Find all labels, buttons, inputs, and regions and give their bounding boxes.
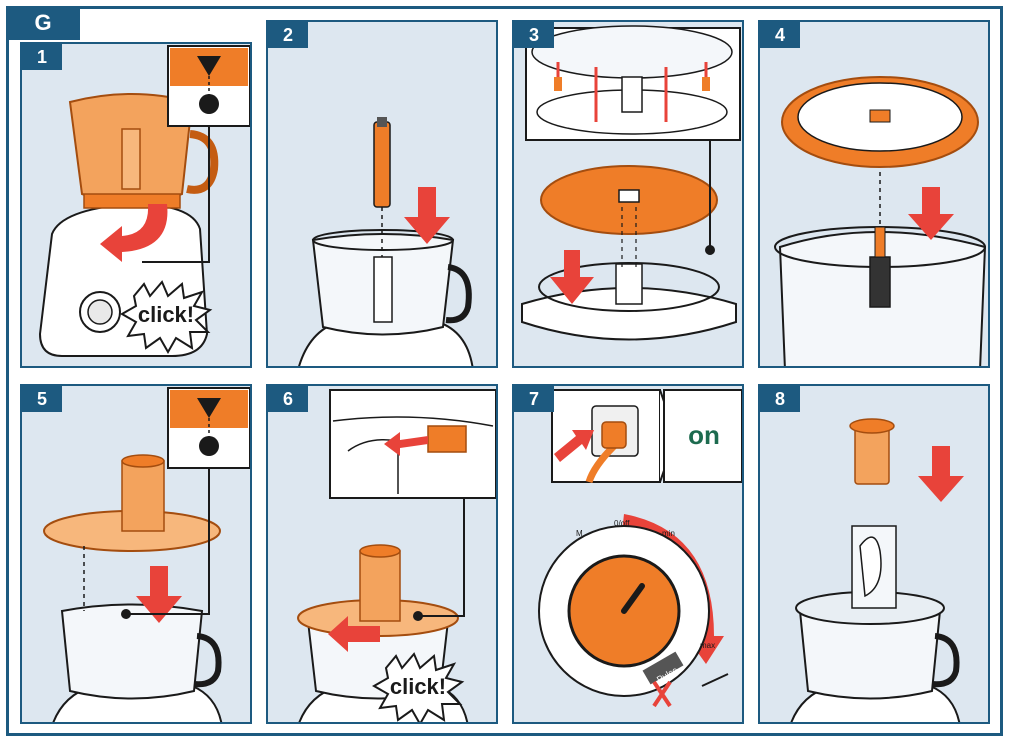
step-number: 8: [760, 386, 800, 412]
step-number: 7: [514, 386, 554, 412]
panel-step-7: on M 0/off min max Pulse 7: [512, 384, 744, 724]
feed-tube: [359, 550, 401, 622]
drive-shaft: [373, 121, 391, 208]
switch-on-box: [663, 389, 742, 483]
plug-in-arrow: [554, 430, 594, 462]
dot-marker-icon: [199, 94, 219, 114]
panel-step-2: 2: [266, 20, 498, 368]
panel-step-6: click! 6: [266, 384, 498, 724]
step-1-illustration: click!: [38, 45, 250, 357]
panel-step-1: click! 1: [20, 42, 252, 368]
step-8-illustration: [790, 418, 964, 722]
rotate-arrow: [100, 204, 168, 262]
dial-max-label: max: [700, 641, 715, 650]
click-burst: [371, 652, 465, 722]
dial-m-label: M: [576, 529, 583, 538]
feed-tube: [121, 460, 165, 532]
click-label: click!: [390, 674, 446, 699]
triangle-marker-icon: [197, 398, 221, 418]
click-burst: [119, 280, 213, 355]
pulse-not-allowed-icon: [652, 680, 672, 708]
dial-min-label: min: [662, 529, 675, 538]
panel-step-5: 5: [20, 384, 252, 724]
click-label: click!: [138, 302, 194, 327]
down-arrow: [136, 566, 182, 623]
on-label: on: [688, 420, 720, 450]
dot-marker-icon: [199, 436, 219, 456]
step-number: 5: [22, 386, 62, 412]
triangle-marker-icon: [197, 56, 221, 76]
panel-step-3: 3: [512, 20, 744, 368]
rotate-arrow: [328, 616, 380, 652]
down-arrow: [908, 187, 954, 240]
step-2-illustration: [298, 117, 474, 366]
power-cord: [585, 443, 617, 484]
plug: [601, 421, 627, 449]
step-number: 2: [268, 22, 308, 48]
panel-step-4: 4: [758, 20, 990, 368]
step-number: 4: [760, 22, 800, 48]
step-number: 6: [268, 386, 308, 412]
step-number: 3: [514, 22, 554, 48]
bowl-handle: [186, 130, 219, 194]
panel-step-8: 8: [758, 384, 990, 724]
food-pusher: [854, 425, 890, 485]
step-number: 1: [22, 44, 62, 70]
step-6-illustration: click!: [297, 389, 496, 722]
step-4-illustration: [774, 76, 987, 366]
dial-off-label: 0/off: [614, 519, 630, 528]
step-7-illustration: on M 0/off min max Pulse: [538, 389, 742, 708]
down-arrow: [918, 446, 964, 502]
step-3-illustration: [521, 25, 741, 341]
section-label: G: [6, 6, 80, 40]
down-arrow: [404, 187, 450, 244]
disc-holder-ring: [521, 287, 737, 341]
down-arrow: [550, 250, 594, 304]
clear-bowl: [60, 603, 204, 700]
vegetable: [859, 536, 882, 598]
step-5-illustration: [43, 387, 250, 722]
